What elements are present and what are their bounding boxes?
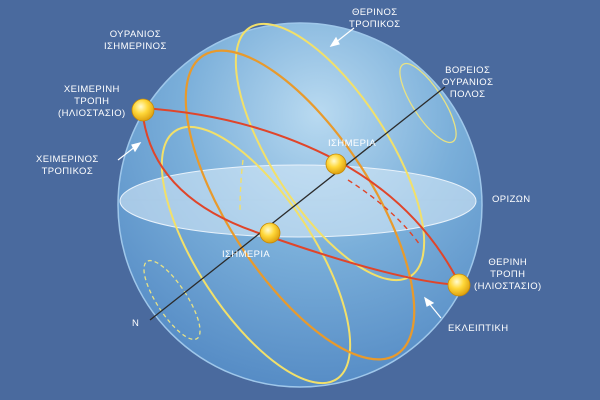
- sun-equinox-lower: [259, 222, 281, 244]
- sun-summer-solstice: [447, 273, 471, 297]
- summer-solstice-label: ΘΕΡΙΝΗ ΤΡΟΠΗ (ΗΛΙΟΣΤΑΣΙΟ): [474, 257, 542, 292]
- sun-equinox-upper: [325, 153, 347, 175]
- winter-tropic-label: ΧΕΙΜΕΡΙΝΟΣ ΤΡΟΠΙΚΟΣ: [36, 154, 99, 177]
- celestial-equator-circle: [184, 49, 416, 361]
- north-celestial-pole-label: ΒΟΡΕΙΟΣ ΟΥΡΑΝΙΟΣ ΠΟΛΟΣ: [442, 65, 494, 100]
- celestial-equator-label: ΟΥΡΑΝΙΟΣ ΙΣΗΜΕΡΙΝΟΣ: [104, 29, 167, 52]
- arrow-winter-tropic: [117, 142, 142, 161]
- arrow-summer-tropic: [329, 27, 355, 47]
- equinox-upper-label: ΙΣΗΜΕΡΙΑ: [328, 138, 377, 149]
- equinox-lower-label: ΙΣΗΜΕΡΙΑ: [222, 249, 271, 260]
- ecliptic-label: ΕΚΛΕΙΠΤΙΚΗ: [448, 323, 509, 334]
- arrow-ecliptic: [424, 296, 442, 319]
- winter-solstice-label: ΧΕΙΜΕΡΙΝΗ ΤΡΟΠΗ (ΗΛΙΟΣΤΑΣΙΟ): [58, 84, 126, 119]
- horizon-label: ΟΡΙΖΩΝ: [492, 194, 531, 205]
- winter-tropic-circle: [160, 125, 352, 385]
- north-point-label: N: [132, 318, 140, 329]
- south-polar-circle: [143, 259, 201, 341]
- horizon-plane: [119, 164, 477, 238]
- polar-axis: [149, 86, 446, 321]
- sun-winter-solstice: [131, 98, 155, 122]
- tropic-hidden-dash: [239, 159, 244, 213]
- summer-tropic-label: ΘΕΡΙΝΟΣ ΤΡΟΠΙΚΟΣ: [349, 7, 401, 30]
- ecliptic-hidden-dash: [347, 179, 421, 246]
